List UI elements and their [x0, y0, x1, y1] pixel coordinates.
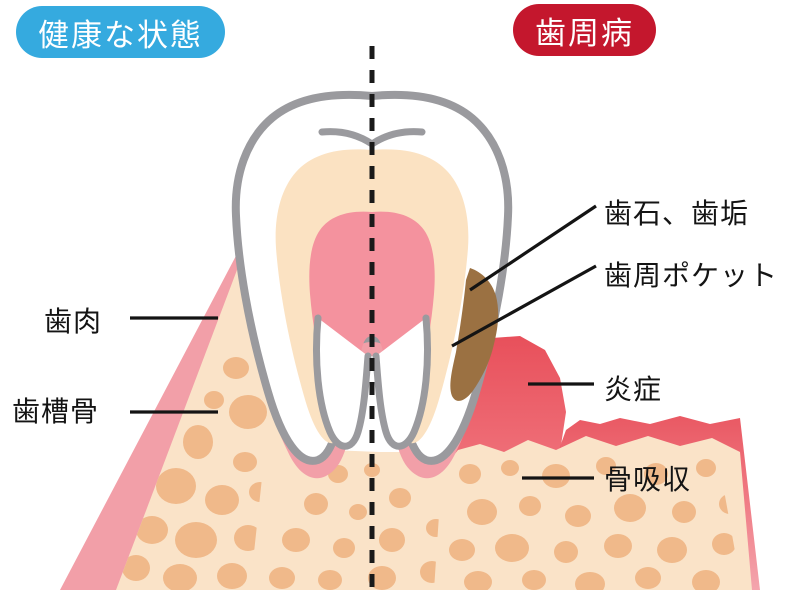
- alveolar-bone-resorbed: [434, 436, 752, 590]
- label-inflammation: 炎症: [604, 374, 663, 405]
- label-calculus: 歯石、歯垢: [604, 198, 750, 229]
- label-bone-resorption: 骨吸収: [604, 464, 692, 495]
- trabecula-group-mid: [269, 463, 446, 590]
- label-alveolar-bone: 歯槽骨: [12, 396, 100, 427]
- leader-lines: [130, 204, 597, 480]
- alveolar-bone-interdental: [250, 450, 470, 590]
- label-gingiva: 歯肉: [44, 306, 103, 337]
- badge-periodontal-disease: 歯周病: [513, 4, 656, 56]
- trabecula-group-right: [449, 457, 741, 590]
- leader-pocket: [451, 264, 597, 348]
- badge-healthy-state: 健康な状態: [16, 6, 225, 58]
- label-periodontal-pocket: 歯周ポケット: [604, 260, 779, 291]
- root-canal-system: [313, 314, 431, 450]
- leader-calculus: [469, 204, 597, 292]
